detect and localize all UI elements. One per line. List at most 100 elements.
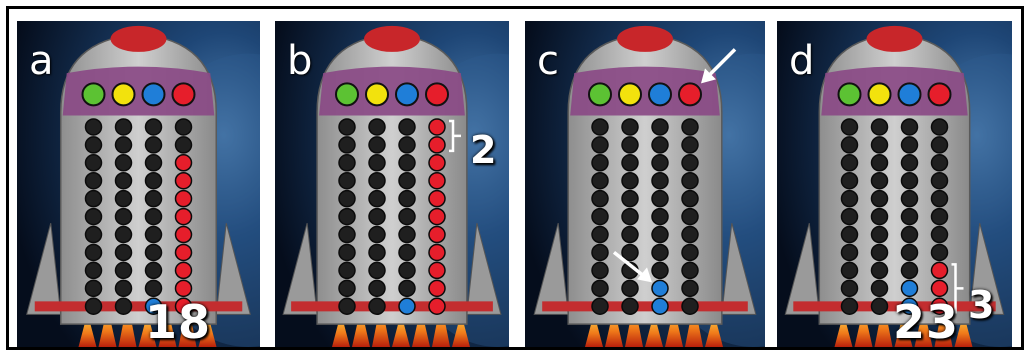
empty-peg	[369, 119, 385, 135]
empty-peg	[842, 155, 858, 171]
empty-peg	[682, 298, 698, 314]
empty-peg	[339, 155, 355, 171]
empty-peg	[176, 137, 192, 153]
empty-peg	[842, 191, 858, 207]
empty-peg	[842, 298, 858, 314]
empty-peg	[842, 262, 858, 278]
empty-peg	[116, 209, 132, 225]
empty-peg	[902, 119, 918, 135]
panel-d: d 3 23	[777, 21, 1012, 347]
empty-peg	[932, 173, 948, 189]
red-button	[173, 83, 195, 105]
empty-peg	[682, 209, 698, 225]
empty-peg	[339, 298, 355, 314]
red-peg	[176, 173, 192, 189]
red-peg	[429, 137, 445, 153]
empty-peg	[622, 155, 638, 171]
empty-peg	[146, 280, 162, 296]
empty-peg	[842, 209, 858, 225]
empty-peg	[399, 262, 415, 278]
red-peg	[176, 209, 192, 225]
red-peg	[429, 173, 445, 189]
empty-peg	[592, 262, 608, 278]
green-button	[589, 83, 611, 105]
red-button	[426, 83, 448, 105]
red-peg	[932, 262, 948, 278]
empty-peg	[116, 244, 132, 260]
empty-peg	[339, 137, 355, 153]
empty-peg	[622, 191, 638, 207]
empty-peg	[902, 191, 918, 207]
empty-peg	[652, 119, 668, 135]
empty-peg	[872, 209, 888, 225]
red-peg	[429, 244, 445, 260]
empty-peg	[932, 227, 948, 243]
empty-peg	[146, 119, 162, 135]
empty-peg	[652, 173, 668, 189]
empty-peg	[339, 209, 355, 225]
empty-peg	[86, 155, 102, 171]
empty-peg	[902, 262, 918, 278]
red-peg	[176, 262, 192, 278]
empty-peg	[652, 155, 668, 171]
empty-peg	[146, 227, 162, 243]
empty-peg	[399, 280, 415, 296]
empty-peg	[592, 227, 608, 243]
panel-c: c	[525, 21, 765, 347]
empty-peg	[592, 244, 608, 260]
empty-peg	[146, 137, 162, 153]
empty-peg	[116, 298, 132, 314]
nose-cone	[617, 26, 673, 52]
empty-peg	[682, 137, 698, 153]
red-peg	[429, 155, 445, 171]
empty-peg	[339, 244, 355, 260]
empty-peg	[399, 155, 415, 171]
empty-peg	[902, 173, 918, 189]
empty-peg	[399, 173, 415, 189]
panel-a: a 18	[17, 21, 260, 347]
empty-peg	[369, 173, 385, 189]
empty-peg	[592, 155, 608, 171]
blue-button	[143, 83, 165, 105]
empty-peg	[592, 173, 608, 189]
green-button	[839, 83, 861, 105]
empty-peg	[682, 227, 698, 243]
empty-peg	[932, 191, 948, 207]
rocket-illustration	[525, 21, 765, 347]
empty-peg	[682, 155, 698, 171]
blue-button	[649, 83, 671, 105]
panel-letter: b	[287, 41, 312, 81]
nose-cone	[111, 26, 167, 52]
empty-peg	[369, 298, 385, 314]
empty-peg	[592, 119, 608, 135]
empty-peg	[622, 227, 638, 243]
empty-peg	[86, 191, 102, 207]
empty-peg	[842, 280, 858, 296]
empty-peg	[86, 119, 102, 135]
empty-peg	[369, 280, 385, 296]
empty-peg	[369, 262, 385, 278]
empty-peg	[652, 191, 668, 207]
empty-peg	[116, 262, 132, 278]
empty-peg	[842, 137, 858, 153]
empty-peg	[146, 155, 162, 171]
red-peg	[429, 227, 445, 243]
panel-letter: c	[537, 41, 559, 81]
empty-peg	[872, 191, 888, 207]
empty-peg	[652, 262, 668, 278]
empty-peg	[146, 244, 162, 260]
empty-peg	[872, 280, 888, 296]
empty-peg	[86, 209, 102, 225]
empty-peg	[86, 244, 102, 260]
empty-peg	[146, 262, 162, 278]
red-button	[679, 83, 701, 105]
empty-peg	[369, 191, 385, 207]
yellow-button	[619, 83, 641, 105]
empty-peg	[682, 262, 698, 278]
empty-peg	[592, 137, 608, 153]
empty-peg	[622, 244, 638, 260]
empty-peg	[932, 244, 948, 260]
empty-peg	[902, 209, 918, 225]
empty-peg	[339, 119, 355, 135]
empty-peg	[592, 280, 608, 296]
